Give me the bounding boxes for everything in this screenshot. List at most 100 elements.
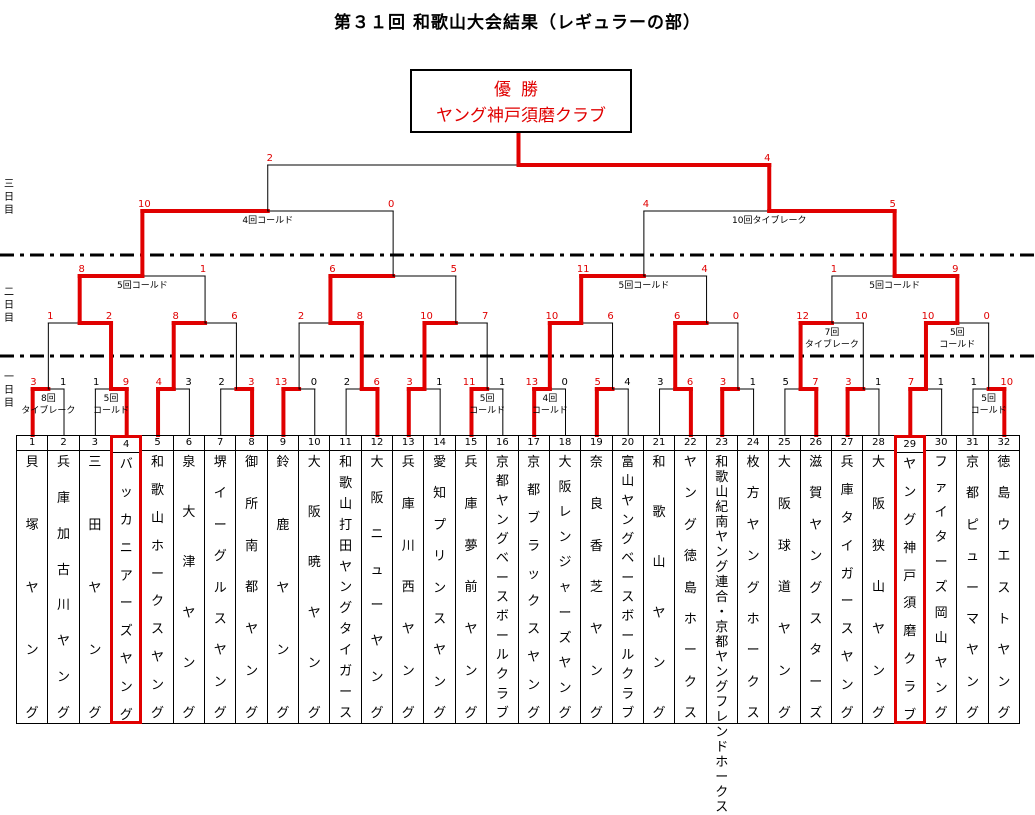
team-number: 11 (330, 436, 361, 451)
team-name: 大阪球道ヤング (777, 455, 791, 721)
score-label: 1 (93, 377, 99, 388)
score-label: 6 (687, 377, 693, 388)
team-column-16: 16 京都ヤングベースボールクラブ (486, 435, 519, 724)
match-note: 7回 (825, 327, 840, 338)
team-number: 19 (581, 436, 612, 451)
team-name: 大阪暁ヤング (307, 455, 321, 721)
team-column-31: 31 京都ピューマヤング (956, 435, 989, 724)
champion-box: 優勝 ヤング神戸須磨クラブ (410, 69, 632, 133)
team-number: 12 (361, 436, 393, 451)
team-name: 大阪狭山ヤング (871, 455, 885, 721)
team-number: 25 (769, 436, 800, 451)
team-number: 4 (113, 438, 140, 453)
match-note: コールド (532, 406, 568, 416)
score-label: 7 (812, 377, 818, 388)
team-number: 26 (800, 436, 831, 451)
team-name: 徳島ウエストヤング (997, 455, 1011, 721)
score-label: 4 (764, 153, 770, 164)
team-name: 枚方ヤングホークス (746, 455, 760, 721)
score-label: 2 (218, 377, 224, 388)
score-label: 8 (357, 311, 363, 322)
match-note: 4回 (542, 393, 557, 404)
day-label-two: 二日目 (4, 287, 14, 324)
match-note: 5回 (104, 393, 119, 404)
team-number: 27 (831, 436, 863, 451)
score-label: 0 (388, 199, 394, 210)
match-note: コールド (971, 406, 1007, 416)
score-label: 9 (123, 377, 129, 388)
team-name: 富山ヤングベースボールクラブ (621, 455, 635, 721)
team-name: 鈴鹿ヤング (276, 455, 290, 721)
page-title: 第３１回 和歌山大会結果（レギュラーの部） (334, 13, 701, 33)
team-number: 6 (173, 436, 205, 451)
score-label: 13 (275, 377, 288, 388)
score-label: 3 (185, 377, 191, 388)
team-name: 和歌山ヤング (652, 455, 666, 721)
score-label: 12 (796, 311, 809, 322)
team-number: 20 (612, 436, 643, 451)
team-name: 京都ヤングベースボールクラブ (495, 455, 509, 721)
team-name: 堺イーグルスヤング (213, 455, 227, 721)
match-note: 5回 (950, 327, 965, 338)
score-label: 1 (436, 377, 442, 388)
score-label: 11 (463, 377, 476, 388)
score-label: 10 (855, 311, 868, 322)
team-name: 京都ピューマヤング (965, 455, 979, 721)
team-name: 滋賀ヤングスターズ (809, 455, 823, 721)
score-label: 1 (499, 377, 505, 388)
score-label: 3 (720, 377, 726, 388)
score-label: 4 (624, 377, 630, 388)
match-note: 5回 (981, 393, 996, 404)
score-label: 5 (889, 199, 895, 210)
team-number: 22 (675, 436, 706, 451)
score-label: 0 (311, 377, 317, 388)
match-note: 5回コールド (869, 280, 920, 291)
team-name: ヤング神戸須磨クラブ (903, 457, 917, 723)
day-label-one: 一日目 (4, 372, 14, 409)
team-number: 9 (267, 436, 299, 451)
team-name: 兵庫川西ヤング (401, 455, 415, 721)
score-label: 1 (47, 311, 53, 322)
team-name: ファイターズ岡山ヤング (934, 455, 948, 721)
score-label: 4 (643, 199, 649, 210)
score-label: 10 (1000, 377, 1013, 388)
team-number: 16 (487, 436, 518, 451)
match-note: 5回コールド (619, 280, 670, 291)
team-number: 31 (957, 436, 988, 451)
score-label: 2 (344, 377, 350, 388)
team-number: 13 (393, 436, 424, 451)
team-column-26: 26 滋賀ヤングスターズ (799, 435, 832, 724)
score-label: 1 (938, 377, 944, 388)
team-number: 15 (455, 436, 487, 451)
team-name: 泉大津ヤング (182, 455, 196, 721)
team-column-20: 20 富山ヤングベースボールクラブ (611, 435, 644, 724)
score-label: 4 (701, 264, 707, 275)
score-label: 1 (971, 377, 977, 388)
team-column-25: 25 大阪球道ヤング (768, 435, 801, 724)
team-number: 17 (518, 436, 549, 451)
score-label: 4 (156, 377, 162, 388)
score-label: 1 (831, 264, 837, 275)
score-label: 7 (908, 377, 914, 388)
score-label: 1 (200, 264, 206, 275)
score-label: 5 (594, 377, 600, 388)
day-label-three: 三日目 (4, 179, 14, 216)
score-label: 10 (545, 311, 558, 322)
match-note: タイブレーク (805, 338, 859, 350)
team-number: 5 (142, 436, 173, 451)
team-number: 18 (549, 436, 581, 451)
team-name: 奈良香芝ヤング (589, 455, 603, 721)
